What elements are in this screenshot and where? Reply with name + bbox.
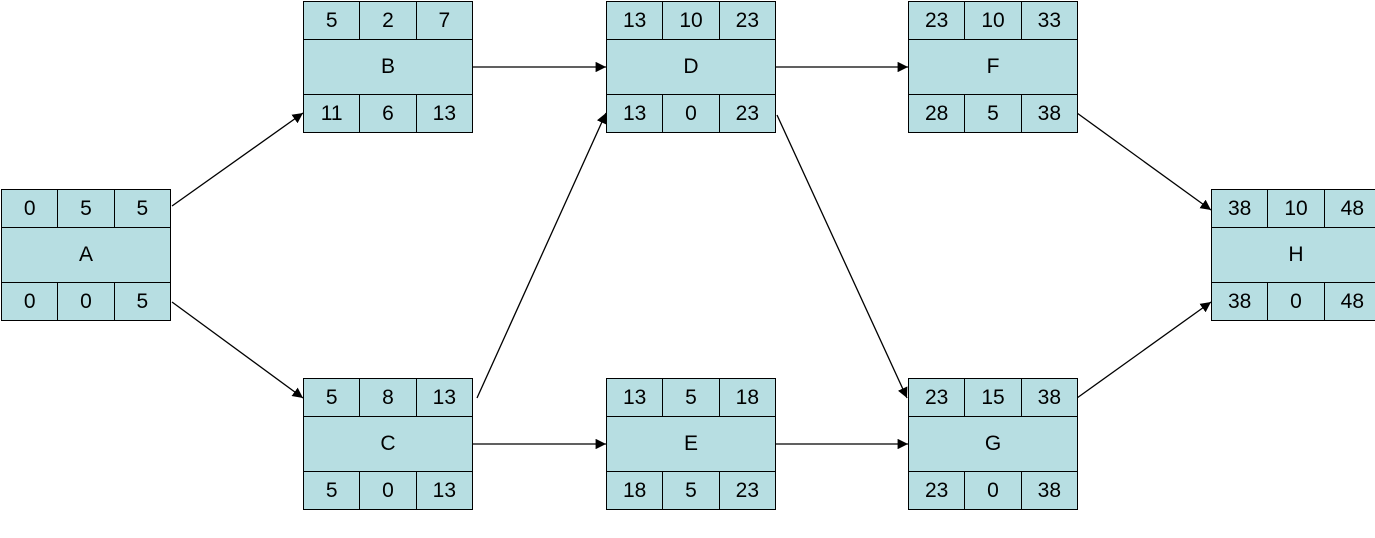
node-a-top-cell-2: 5	[58, 190, 115, 227]
node-c-top-cell-3: 13	[432, 385, 456, 409]
node-f-bottom-cell-2: 5	[965, 95, 1022, 132]
edge-a-to-b	[171, 112, 304, 207]
node-h-top-row: 38 10 48	[1212, 190, 1375, 228]
node-f-bottom-cell-1: 28	[909, 95, 966, 132]
activity-node-b: 5 2 7 B 11 6 13	[303, 1, 473, 133]
node-b-top-cell-2: 2	[360, 2, 417, 39]
node-c-top-cell-1: 5	[304, 379, 361, 416]
node-e-top-cell-3: 18	[735, 385, 759, 409]
node-h-bottom-row: 38 0 48	[1212, 282, 1375, 320]
node-f-top-row: 23 10 33	[909, 2, 1077, 40]
node-e-top-cell-2: 5	[663, 379, 720, 416]
node-c-bottom-row: 5 0 13	[304, 471, 472, 509]
node-a-bottom-cell-3: 5	[136, 289, 149, 313]
node-b-top-cell-3: 7	[438, 8, 451, 32]
node-b-top-row: 5 2 7	[304, 2, 472, 40]
node-d-label: D	[683, 55, 699, 78]
node-d-bottom-cell-3: 23	[735, 101, 759, 125]
node-e-label: E	[683, 432, 698, 455]
node-b-bottom-cell-2: 6	[360, 95, 417, 132]
node-h-top-cell-1: 38	[1212, 190, 1269, 227]
edge-g-to-h	[1076, 301, 1212, 399]
node-b-top-cell-1: 5	[304, 2, 361, 39]
node-b-bottom-cell-3: 13	[432, 101, 456, 125]
activity-node-c: 5 8 13 C 5 0 13	[303, 378, 473, 510]
node-h-bottom-cell-2: 0	[1268, 283, 1325, 320]
node-d-top-cell-1: 13	[607, 2, 664, 39]
node-g-bottom-cell-2: 0	[965, 472, 1022, 509]
edge-d-to-g	[776, 114, 908, 399]
activity-node-d: 13 10 23 D 13 0 23	[606, 1, 776, 133]
node-g-top-cell-1: 23	[909, 379, 966, 416]
node-f-top-cell-1: 23	[909, 2, 966, 39]
node-a-bottom-cell-2: 0	[58, 283, 115, 320]
node-e-bottom-cell-1: 18	[607, 472, 664, 509]
node-h-label: H	[1288, 243, 1304, 266]
node-c-label: C	[380, 432, 396, 455]
node-c-bottom-cell-3: 13	[432, 478, 456, 502]
node-f-bottom-cell-3: 38	[1037, 101, 1061, 125]
node-a-label: A	[78, 243, 93, 266]
node-a-top-cell-3: 5	[136, 196, 149, 220]
activity-node-a: 0 5 5 A 0 0 5	[1, 189, 171, 321]
node-h-bottom-cell-1: 38	[1212, 283, 1269, 320]
node-e-bottom-cell-2: 5	[663, 472, 720, 509]
node-a-top-cell-1: 0	[2, 190, 59, 227]
node-c-bottom-cell-1: 5	[304, 472, 361, 509]
node-f-top-cell-3: 33	[1037, 8, 1061, 32]
node-c-top-cell-2: 8	[360, 379, 417, 416]
node-b-bottom-cell-1: 11	[304, 95, 361, 132]
activity-node-g: 23 15 38 G 23 0 38	[908, 378, 1078, 510]
node-b-bottom-row: 11 6 13	[304, 94, 472, 132]
node-g-label: G	[984, 432, 1002, 455]
node-h-top-cell-3: 48	[1340, 196, 1364, 220]
node-c-bottom-cell-2: 0	[360, 472, 417, 509]
node-h-bottom-cell-3: 48	[1340, 289, 1364, 313]
edge-f-to-h	[1076, 112, 1212, 211]
node-a-bottom-cell-1: 0	[2, 283, 59, 320]
node-e-bottom-row: 18 5 23	[607, 471, 775, 509]
node-e-top-cell-1: 13	[607, 379, 664, 416]
node-d-bottom-row: 13 0 23	[607, 94, 775, 132]
edge-a-to-c	[171, 301, 304, 399]
node-g-top-cell-2: 15	[965, 379, 1022, 416]
node-a-bottom-row: 0 0 5	[2, 282, 170, 320]
activity-node-h: 38 10 48 H 38 0 48	[1211, 189, 1375, 321]
node-e-bottom-cell-3: 23	[735, 478, 759, 502]
node-g-top-cell-3: 38	[1037, 385, 1061, 409]
node-a-top-row: 0 5 5	[2, 190, 170, 228]
node-g-top-row: 23 15 38	[909, 379, 1077, 417]
activity-node-e: 13 5 18 E 18 5 23	[606, 378, 776, 510]
activity-node-f: 23 10 33 F 28 5 38	[908, 1, 1078, 133]
node-e-top-row: 13 5 18	[607, 379, 775, 417]
node-d-bottom-cell-1: 13	[607, 95, 664, 132]
node-b-label: B	[380, 55, 395, 78]
node-g-bottom-cell-1: 23	[909, 472, 966, 509]
node-c-top-row: 5 8 13	[304, 379, 472, 417]
edge-c-to-d	[476, 112, 607, 399]
node-f-label: F	[986, 55, 1000, 78]
node-g-bottom-row: 23 0 38	[909, 471, 1077, 509]
node-d-top-cell-3: 23	[735, 8, 759, 32]
node-d-bottom-cell-2: 0	[663, 95, 720, 132]
node-h-top-cell-2: 10	[1268, 190, 1325, 227]
node-d-top-cell-2: 10	[663, 2, 720, 39]
node-f-top-cell-2: 10	[965, 2, 1022, 39]
node-d-top-row: 13 10 23	[607, 2, 775, 40]
node-f-bottom-row: 28 5 38	[909, 94, 1077, 132]
node-g-bottom-cell-3: 38	[1037, 478, 1061, 502]
